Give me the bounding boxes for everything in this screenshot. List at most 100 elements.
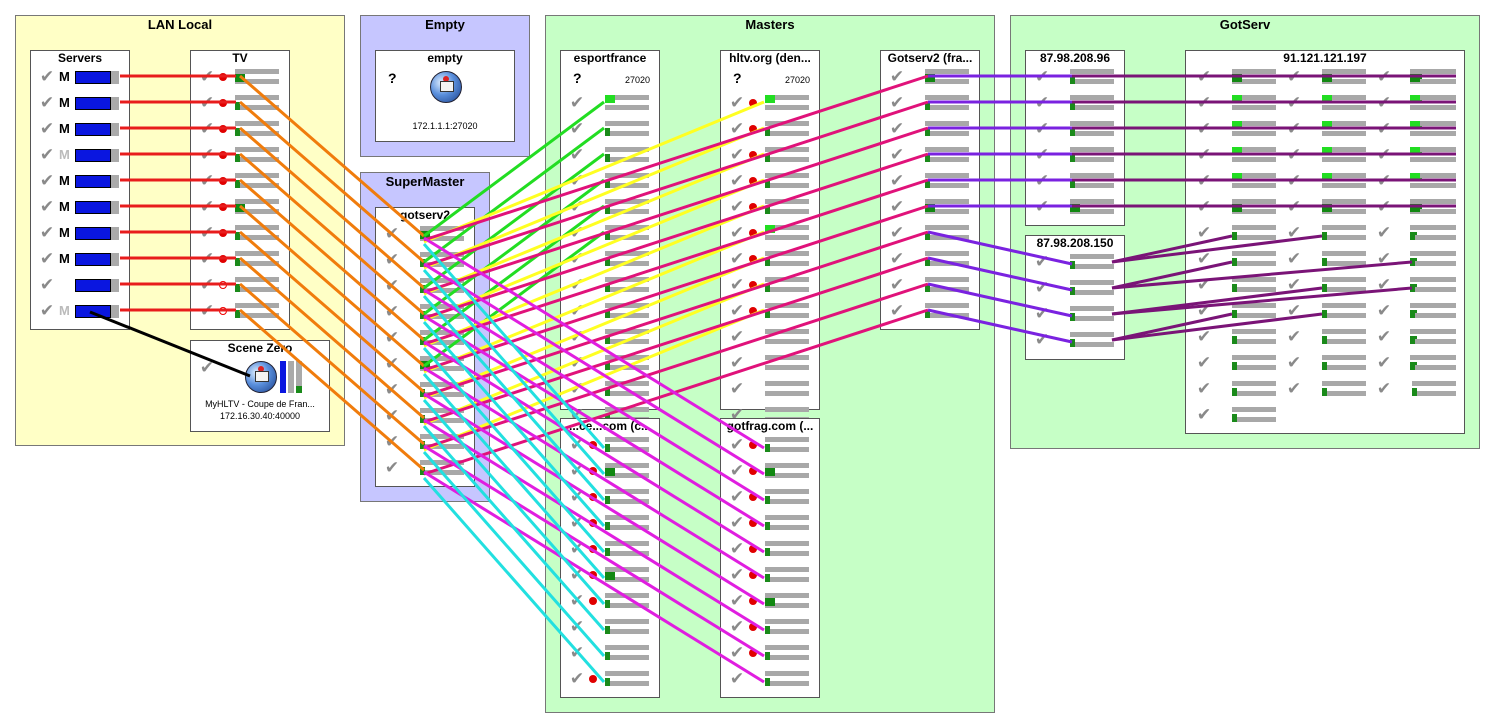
slot-meter[interactable] (1410, 302, 1454, 320)
slot-meter[interactable] (1070, 68, 1114, 86)
checkmark-icon[interactable]: ✔ (199, 275, 215, 295)
readmore-panel[interactable]: ...ce...com (c... ✔✔✔✔✔✔✔✔✔✔ (560, 418, 660, 698)
server-bar[interactable] (75, 175, 111, 188)
checkmark-icon[interactable]: ✔ (569, 249, 585, 269)
slot-meter[interactable] (765, 592, 809, 610)
checkmark-icon[interactable]: ✔ (889, 301, 905, 321)
slot-meter[interactable] (1070, 198, 1114, 216)
checkmark-icon[interactable]: ✔ (1286, 93, 1302, 113)
ip-87-98-208-150-panel[interactable]: 87.98.208.150 ✔✔✔✔ (1025, 235, 1125, 360)
scene-zero-panel[interactable]: Scene Zero ✔MyHLTV - Coupe de Fran...172… (190, 340, 330, 432)
checkmark-icon[interactable]: ✔ (1034, 171, 1050, 191)
checkmark-icon[interactable]: ✔ (569, 487, 585, 507)
checkmark-icon[interactable]: ✔ (889, 275, 905, 295)
checkmark-icon[interactable]: ✔ (384, 302, 400, 322)
checkmark-icon[interactable]: ✔ (199, 119, 215, 139)
slot-meter[interactable] (235, 146, 279, 164)
slot-meter[interactable] (1410, 328, 1454, 346)
server-bar[interactable] (75, 279, 111, 292)
checkmark-icon[interactable]: ✔ (1034, 145, 1050, 165)
empty-node-panel[interactable]: empty ?172.1.1.1:27020 (375, 50, 515, 142)
slot-meter[interactable] (420, 381, 464, 399)
server-bar[interactable] (75, 253, 111, 266)
checkmark-icon[interactable]: ✔ (1286, 379, 1302, 399)
checkmark-icon[interactable]: ✔ (729, 565, 745, 585)
checkmark-icon[interactable]: ✔ (569, 275, 585, 295)
slot-meter[interactable] (765, 94, 809, 112)
slot-meter[interactable] (925, 302, 969, 320)
slot-meter[interactable] (1232, 250, 1276, 268)
servers-panel[interactable]: Servers ✔M✔M✔M✔M✔M✔M✔M✔M✔✔M (30, 50, 130, 330)
checkmark-icon[interactable]: ✔ (729, 197, 745, 217)
tv-panel[interactable]: TV ✔✔✔✔✔✔✔✔✔✔ (190, 50, 290, 330)
slot-meter[interactable] (605, 276, 649, 294)
checkmark-icon[interactable]: ✔ (1286, 353, 1302, 373)
checkmark-icon[interactable]: ✔ (384, 250, 400, 270)
slot-meter[interactable] (765, 670, 809, 688)
checkmark-icon[interactable]: ✔ (199, 358, 215, 378)
server-bar[interactable] (75, 227, 111, 240)
checkmark-icon[interactable]: ✔ (569, 435, 585, 455)
checkmark-icon[interactable]: ✔ (39, 223, 55, 243)
checkmark-icon[interactable]: ✔ (569, 669, 585, 689)
slot-meter[interactable] (605, 302, 649, 320)
slot-meter[interactable] (420, 433, 464, 451)
checkmark-icon[interactable]: ✔ (569, 461, 585, 481)
slot-meter[interactable] (235, 224, 279, 242)
checkmark-icon[interactable]: ✔ (1376, 197, 1392, 217)
checkmark-icon[interactable]: ✔ (39, 249, 55, 269)
checkmark-icon[interactable]: ✔ (889, 67, 905, 87)
slot-meter[interactable] (1232, 172, 1276, 190)
slot-meter[interactable] (1070, 331, 1114, 349)
checkmark-icon[interactable]: ✔ (39, 171, 55, 191)
slot-meter[interactable] (235, 276, 279, 294)
checkmark-icon[interactable]: ✔ (569, 591, 585, 611)
slot-meter[interactable] (765, 120, 809, 138)
slot-meter[interactable] (1410, 198, 1454, 216)
checkmark-icon[interactable]: ✔ (1286, 249, 1302, 269)
checkmark-icon[interactable]: ✔ (729, 643, 745, 663)
checkmark-icon[interactable]: ✔ (199, 171, 215, 191)
checkmark-icon[interactable]: ✔ (199, 223, 215, 243)
slot-meter[interactable] (765, 172, 809, 190)
slot-meter[interactable] (925, 250, 969, 268)
checkmark-icon[interactable]: ✔ (729, 301, 745, 321)
hltv-panel[interactable]: hltv.org (den... ?27020✔✔✔✔✔✔✔✔✔✔✔✔✔ (720, 50, 820, 424)
slot-meter[interactable] (925, 172, 969, 190)
checkmark-icon[interactable]: ✔ (39, 301, 55, 321)
slot-meter[interactable] (765, 488, 809, 506)
slot-meter[interactable] (1322, 146, 1366, 164)
slot-meter[interactable] (1232, 120, 1276, 138)
slot-meter[interactable] (235, 94, 279, 112)
slot-meter[interactable] (1410, 68, 1454, 86)
slot-meter[interactable] (765, 328, 809, 346)
slot-meter[interactable] (1322, 328, 1366, 346)
slot-meter[interactable] (1070, 253, 1114, 271)
checkmark-icon[interactable]: ✔ (1376, 327, 1392, 347)
slot-meter[interactable] (420, 225, 464, 243)
checkmark-icon[interactable]: ✔ (39, 67, 55, 87)
slot-meter[interactable] (1322, 120, 1366, 138)
checkmark-icon[interactable]: ✔ (1034, 252, 1050, 272)
slot-meter[interactable] (1322, 68, 1366, 86)
checkmark-icon[interactable]: ✔ (1034, 197, 1050, 217)
slot-meter[interactable] (1322, 302, 1366, 320)
slot-meter[interactable] (1232, 224, 1276, 242)
slot-meter[interactable] (1232, 276, 1276, 294)
checkmark-icon[interactable]: ✔ (569, 353, 585, 373)
slot-meter[interactable] (605, 566, 649, 584)
checkmark-icon[interactable]: ✔ (1196, 353, 1212, 373)
checkmark-icon[interactable]: ✔ (384, 354, 400, 374)
checkmark-icon[interactable]: ✔ (889, 119, 905, 139)
checkmark-icon[interactable]: ✔ (199, 197, 215, 217)
slot-meter[interactable] (605, 146, 649, 164)
checkmark-icon[interactable]: ✔ (1196, 405, 1212, 425)
checkmark-icon[interactable]: ✔ (1376, 67, 1392, 87)
slot-meter[interactable] (765, 146, 809, 164)
slot-meter[interactable] (1070, 120, 1114, 138)
slot-meter[interactable] (235, 302, 279, 320)
slot-meter[interactable] (1322, 276, 1366, 294)
slot-meter[interactable] (1322, 198, 1366, 216)
checkmark-icon[interactable]: ✔ (1376, 353, 1392, 373)
slot-meter[interactable] (1232, 406, 1276, 424)
